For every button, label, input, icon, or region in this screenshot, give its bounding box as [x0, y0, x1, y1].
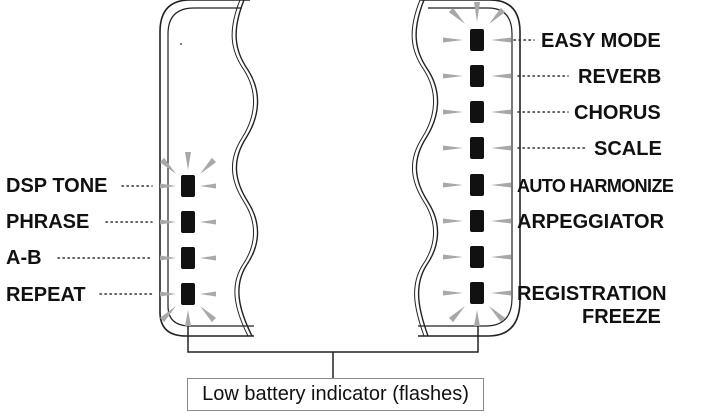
low-battery-caption: Low battery indicator (flashes): [187, 378, 484, 411]
ray-left-w-0: [160, 183, 176, 189]
indicator-left-2: [181, 247, 195, 269]
ray-right-w-5: [443, 218, 463, 224]
ray-right-w-3: [443, 145, 463, 151]
ray-left-w-2: [160, 255, 176, 261]
indicator-right-6: [470, 246, 484, 268]
ray-right-e-5: [491, 218, 511, 224]
ray-right-w-4: [443, 182, 463, 188]
ray-right-e-7: [491, 290, 511, 296]
right-display-break-edge-inner: [411, 0, 435, 337]
ray-right-w-0: [443, 37, 463, 43]
label-auto-harmonize: AUTO HARMONIZE: [517, 176, 674, 196]
low-battery-bracket: [187, 320, 479, 378]
ray-right-w-1: [443, 73, 463, 79]
label-dsp-tone: DSP TONE: [6, 175, 108, 197]
label-phrase: PHRASE: [6, 211, 90, 233]
flash-rays: [159, 2, 511, 326]
label-registration: REGISTRATION: [517, 283, 667, 305]
ray-left-bot-sw: [159, 306, 176, 323]
ray-left-w-1: [160, 219, 176, 225]
leader-lines: [57, 39, 587, 295]
ray-right-top-nw: [448, 7, 465, 25]
ray-left-bot-s: [185, 310, 191, 326]
label-arpeggiator: ARPEGGIATOR: [517, 211, 665, 233]
display-dot: [180, 43, 182, 45]
indicator-right-4: [470, 174, 484, 196]
label-a-b: A-B: [6, 247, 42, 269]
ray-left-w-3: [160, 291, 176, 297]
left-display-break-edge: [235, 0, 259, 337]
indicator-right-3: [470, 137, 484, 159]
label-repeat: REPEAT: [6, 284, 86, 306]
indicator-right-0: [470, 29, 484, 51]
ray-left-top-ne: [200, 157, 217, 174]
indicator-right-1: [470, 65, 484, 87]
right-display-outer-frame: [418, 0, 521, 337]
ray-left-e-2: [200, 255, 216, 261]
indicator-left-3: [181, 283, 195, 305]
ray-left-e-1: [200, 219, 216, 225]
ray-right-w-2: [443, 109, 463, 115]
label-scale: SCALE: [594, 138, 662, 160]
left-display-inner-frame: [167, 7, 254, 327]
indicator-left-0: [181, 175, 195, 197]
ray-left-top-n: [185, 152, 191, 170]
ray-right-w-7: [443, 290, 463, 296]
indicator-segments: [181, 29, 484, 305]
right-display-inner-frame: [418, 7, 513, 327]
left-display-outer-frame: [159, 0, 254, 337]
ray-right-e-2: [491, 109, 511, 115]
ray-right-top-n: [474, 2, 480, 22]
ray-left-top-nw: [159, 157, 176, 174]
indicator-right-5: [470, 210, 484, 232]
ray-right-bot-se: [489, 306, 506, 323]
label-chorus: CHORUS: [574, 102, 661, 124]
ray-right-top-ne: [489, 7, 506, 25]
label-easy-mode: EASY MODE: [541, 30, 661, 52]
right-display-break-edge: [415, 0, 439, 337]
left-display-break-edge-inner: [231, 0, 255, 337]
indicator-left-1: [181, 211, 195, 233]
ray-right-bot-sw: [448, 306, 465, 323]
ray-right-w-6: [443, 254, 463, 260]
label-freeze: FREEZE: [582, 306, 661, 328]
ray-right-e-6: [491, 254, 511, 260]
ray-right-e-0: [491, 37, 511, 43]
label-reverb: REVERB: [578, 66, 662, 88]
ray-left-e-3: [200, 291, 216, 297]
ray-right-e-4: [491, 182, 511, 188]
indicator-right-2: [470, 101, 484, 123]
ray-left-bot-se: [200, 306, 217, 323]
indicator-right-7: [470, 282, 484, 304]
ray-right-e-3: [491, 145, 511, 151]
ray-right-e-1: [491, 73, 511, 79]
ray-left-e-0: [200, 183, 216, 189]
ray-right-bot-s: [474, 310, 480, 326]
